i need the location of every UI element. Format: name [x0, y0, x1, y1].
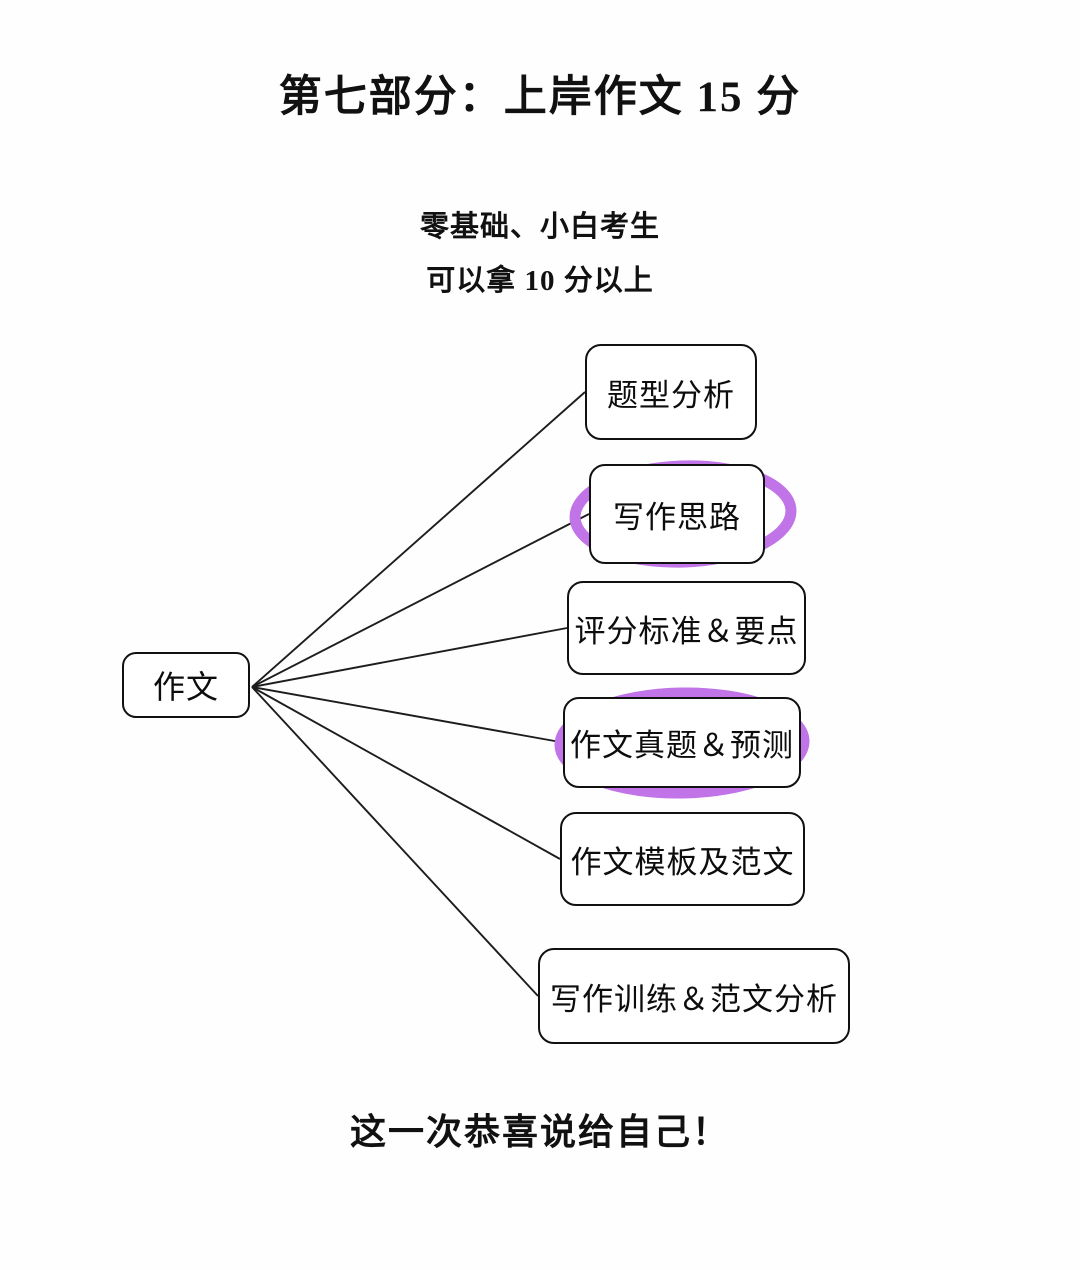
mindmap-node-label: 题型分析 [607, 377, 735, 413]
mindmap-root-label: 作文 [152, 669, 219, 705]
mindmap-node-5[interactable]: 作文模板及范文 [560, 812, 805, 906]
subtitle-line-1: 零基础、小白考生 [419, 211, 660, 243]
mindmap-node-1[interactable]: 题型分析 [585, 344, 757, 440]
mindmap-node-6[interactable]: 写作训练＆范文分析 [538, 948, 850, 1044]
mindmap-edge-1 [251, 391, 586, 688]
mindmap-node-label: 写作训练＆范文分析 [550, 981, 838, 1017]
mindmap-root-node[interactable]: 作文 [122, 652, 250, 718]
mindmap-edge-4 [251, 686, 564, 744]
mindmap-edge-3 [251, 627, 568, 688]
edge-group [251, 391, 590, 997]
mindmap-node-label: 写作思路 [613, 499, 741, 535]
mindmap-edge-2 [251, 513, 590, 688]
page-title: 第七部分：上岸作文 15 分 [278, 74, 802, 121]
mindmap-node-label: 评分标准＆要点 [574, 613, 799, 649]
mindmap-edge-5 [251, 686, 561, 860]
footer-text: 这一次恭喜说给自己！ [349, 1112, 730, 1152]
mindmap-node-3[interactable]: 评分标准＆要点 [567, 581, 806, 675]
mindmap-node-4[interactable]: 作文真题＆预测 [563, 697, 801, 788]
mindmap-node-label: 作文真题＆预测 [570, 728, 794, 763]
mindmap-node-2[interactable]: 写作思路 [589, 464, 765, 564]
mindmap-node-label: 作文模板及范文 [570, 844, 795, 880]
subtitle-line-2: 可以拿 10 分以上 [426, 265, 654, 297]
mindmap-edge-6 [251, 686, 539, 997]
